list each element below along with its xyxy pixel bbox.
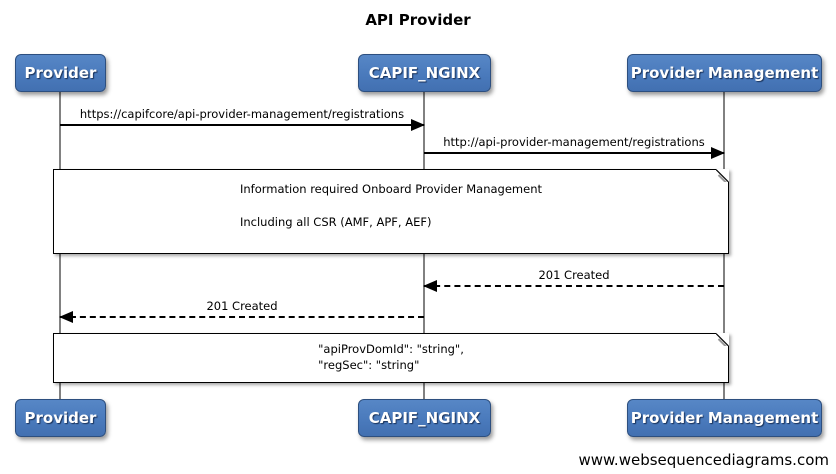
message-forward-request-line — [424, 147, 725, 159]
message-201-created-provider-line — [59, 311, 424, 323]
note-response-body-line1: "apiProvDomId": "string", — [318, 342, 464, 356]
message-forward-request: http://api-provider-management/registrat… — [424, 134, 725, 159]
message-201-created-provider: 201 Created — [59, 298, 424, 323]
note-onboard-info-text: Information required Onboard Provider Ma… — [240, 181, 542, 230]
actor-provider-management-top: Provider Management — [627, 54, 822, 92]
note-onboard-info-line2: Including all CSR (AMF, APF, AEF) — [239, 215, 432, 229]
arrowhead-left-icon — [59, 311, 73, 323]
note-response-body: "apiProvDomId": "string", "regSec": "str… — [53, 333, 729, 383]
note-fold-icon — [716, 169, 729, 182]
note-response-body-text: "apiProvDomId": "string", "regSec": "str… — [318, 341, 464, 373]
message-forward-request-label: http://api-provider-management/registrat… — [443, 135, 705, 149]
note-response-body-line2: "regSec": "string" — [318, 358, 420, 372]
note-onboard-info: Information required Onboard Provider Ma… — [53, 169, 729, 254]
actor-capif-nginx-label: CAPIF_NGINX — [368, 64, 481, 82]
message-201-created-pm: 201 Created — [423, 267, 724, 292]
actor-provider-management-label: Provider Management — [630, 64, 819, 82]
message-201-created-pm-label: 201 Created — [538, 268, 610, 282]
diagram-title: API Provider — [365, 11, 471, 29]
note-onboard-info-line1: Information required Onboard Provider Ma… — [239, 182, 543, 196]
note-fold-icon — [716, 333, 729, 346]
actor-provider-management-label: Provider Management — [630, 409, 819, 427]
message-201-created-provider-label: 201 Created — [206, 299, 278, 313]
actor-provider-label: Provider — [24, 64, 97, 82]
arrowhead-right-icon — [411, 119, 425, 131]
arrowhead-right-icon — [711, 147, 725, 159]
actor-capif-nginx-bottom: CAPIF_NGINX — [358, 399, 491, 437]
actor-capif-nginx-top: CAPIF_NGINX — [358, 54, 491, 92]
watermark-url: www.websequencediagrams.com — [578, 451, 830, 469]
actor-provider-bottom: Provider — [15, 399, 106, 437]
actor-provider-label: Provider — [24, 409, 97, 427]
message-onboard-request-label: https://capifcore/api-provider-managemen… — [79, 107, 405, 121]
message-onboard-request-line — [60, 119, 425, 131]
actor-provider-top: Provider — [15, 54, 106, 92]
message-onboard-request: https://capifcore/api-provider-managemen… — [60, 106, 425, 131]
actor-capif-nginx-label: CAPIF_NGINX — [368, 409, 481, 427]
actor-provider-management-bottom: Provider Management — [627, 399, 822, 437]
arrowhead-left-icon — [423, 280, 437, 292]
message-201-created-pm-line — [423, 280, 724, 292]
